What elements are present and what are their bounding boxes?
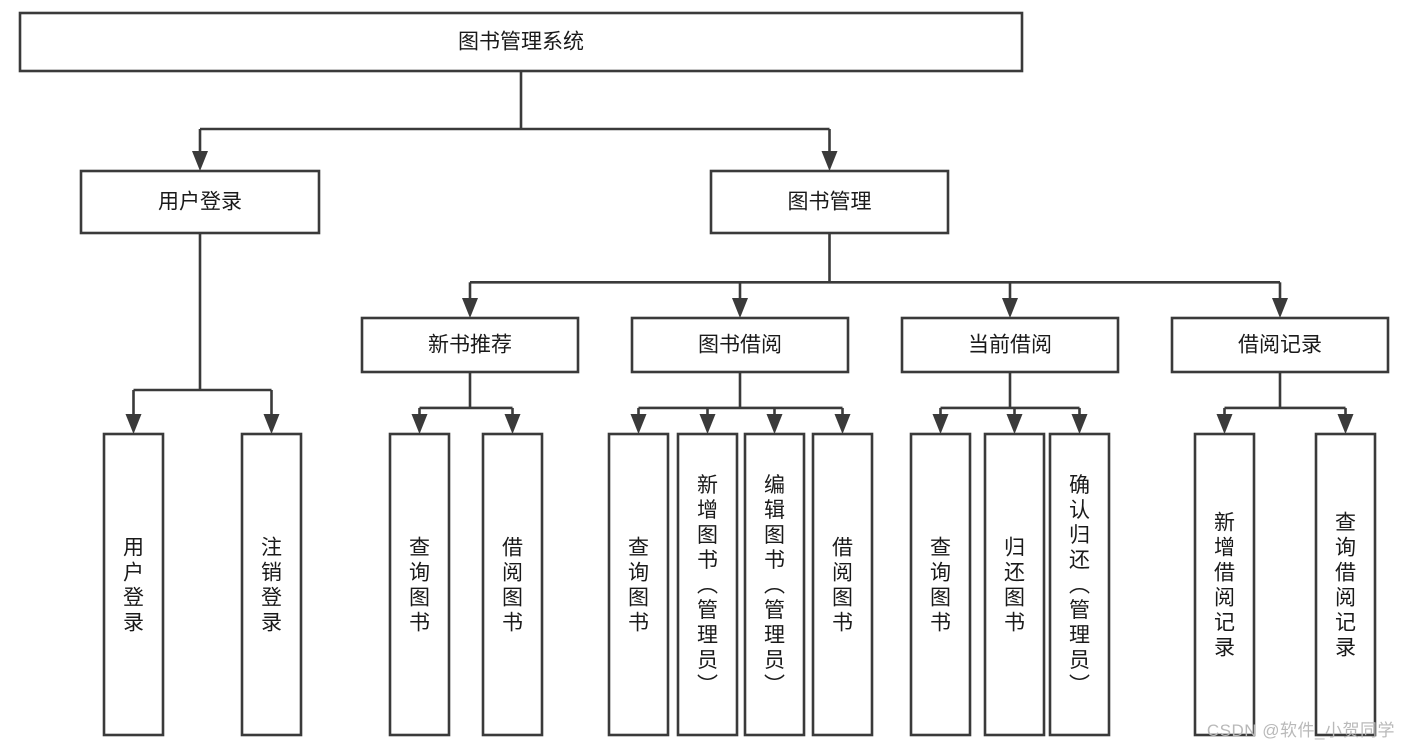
node-leaf-query-book-current[interactable]: 查询图书: [909, 432, 972, 737]
node-user-login[interactable]: 用户登录: [79, 169, 321, 235]
node-box: [1193, 432, 1256, 737]
node-box: [983, 432, 1046, 737]
arrow-head-icon: [504, 414, 521, 434]
node-label: 查询借阅记录: [1335, 512, 1356, 660]
arrow-head-icon: [630, 414, 647, 434]
node-label: 借阅图书: [502, 537, 523, 635]
arrow-head-icon: [699, 414, 716, 434]
node-box: [102, 432, 165, 737]
node-label: 图书管理: [788, 191, 872, 214]
node-label: 用户登录: [123, 537, 144, 635]
arrow-head-icon: [766, 414, 783, 434]
arrow-head-icon: [732, 298, 748, 318]
node-box: [900, 316, 1120, 374]
node-box: [709, 169, 950, 235]
arrow-head-icon: [1002, 298, 1018, 318]
node-label: 新书推荐: [428, 334, 512, 357]
node-leaf-borrow-book[interactable]: 借阅图书: [811, 432, 874, 737]
node-label: 借阅图书: [832, 537, 853, 635]
arrow-head-icon: [1272, 298, 1288, 318]
arrow-head-icon: [263, 414, 280, 434]
node-box: [811, 432, 874, 737]
node-root[interactable]: 图书管理系统: [18, 11, 1024, 73]
node-label: 编辑图书︵管理员︶: [764, 474, 785, 697]
node-leaf-return-book[interactable]: 归还图书: [983, 432, 1046, 737]
node-book-manage[interactable]: 图书管理: [709, 169, 950, 235]
node-borrow-record[interactable]: 借阅记录: [1170, 316, 1390, 374]
node-leaf-query-book-recommend[interactable]: 查询图书: [388, 432, 451, 737]
arrow-head-icon: [821, 151, 838, 171]
node-label: 查询图书: [409, 537, 430, 635]
node-box: [1314, 432, 1377, 737]
node-label: 新增图书︵管理员︶: [697, 474, 718, 697]
node-leaf-edit-book-admin[interactable]: 编辑图书︵管理员︶: [743, 432, 806, 737]
node-label: 新增借阅记录: [1214, 512, 1235, 660]
node-new-book-recommend[interactable]: 新书推荐: [360, 316, 580, 374]
node-box: [240, 432, 303, 737]
node-box: [630, 316, 850, 374]
node-box: [388, 432, 451, 737]
node-label: 确认归还︵管理员︶: [1069, 474, 1090, 697]
node-box: [676, 432, 739, 737]
node-leaf-add-borrow-record[interactable]: 新增借阅记录: [1193, 432, 1256, 737]
node-box: [18, 11, 1024, 73]
node-label: 当前借阅: [968, 334, 1052, 357]
node-box: [743, 432, 806, 737]
connector-layer: [125, 71, 1354, 434]
node-layer: 图书管理系统用户登录图书管理新书推荐图书借阅当前借阅借阅记录用户登录注销登录查询…: [18, 11, 1390, 737]
arrow-head-icon: [462, 298, 478, 318]
node-box: [909, 432, 972, 737]
node-label: 归还图书: [1004, 537, 1025, 635]
node-box: [607, 432, 670, 737]
node-label: 查询图书: [628, 537, 649, 635]
node-label: 查询图书: [930, 537, 951, 635]
node-book-borrow[interactable]: 图书借阅: [630, 316, 850, 374]
node-leaf-query-book-borrow[interactable]: 查询图书: [607, 432, 670, 737]
arrow-head-icon: [1337, 414, 1354, 434]
node-leaf-borrow-book-recommend[interactable]: 借阅图书: [481, 432, 544, 737]
node-leaf-confirm-return-admin[interactable]: 确认归还︵管理员︶: [1048, 432, 1111, 737]
node-label: 图书借阅: [698, 334, 782, 357]
node-box: [481, 432, 544, 737]
node-label: 图书管理系统: [458, 31, 584, 54]
node-label: 注销登录: [261, 537, 282, 635]
node-leaf-logout[interactable]: 注销登录: [240, 432, 303, 737]
node-box: [360, 316, 580, 374]
watermark-text: CSDN @软件_小贺同学: [1206, 721, 1395, 740]
node-box: [1048, 432, 1111, 737]
node-current-borrow[interactable]: 当前借阅: [900, 316, 1120, 374]
node-box: [79, 169, 321, 235]
node-box: [1170, 316, 1390, 374]
node-leaf-query-borrow-record[interactable]: 查询借阅记录: [1314, 432, 1377, 737]
arrow-head-icon: [411, 414, 428, 434]
arrow-head-icon: [1216, 414, 1233, 434]
arrow-head-icon: [125, 414, 142, 434]
arrow-head-icon: [192, 151, 208, 171]
arrow-head-icon: [1006, 414, 1023, 434]
node-leaf-user-login[interactable]: 用户登录: [102, 432, 165, 737]
node-label: 借阅记录: [1238, 334, 1322, 357]
node-leaf-add-book-admin[interactable]: 新增图书︵管理员︶: [676, 432, 739, 737]
arrow-head-icon: [834, 414, 851, 434]
arrow-head-icon: [932, 414, 949, 434]
node-label: 用户登录: [158, 191, 242, 214]
arrow-head-icon: [1071, 414, 1088, 434]
